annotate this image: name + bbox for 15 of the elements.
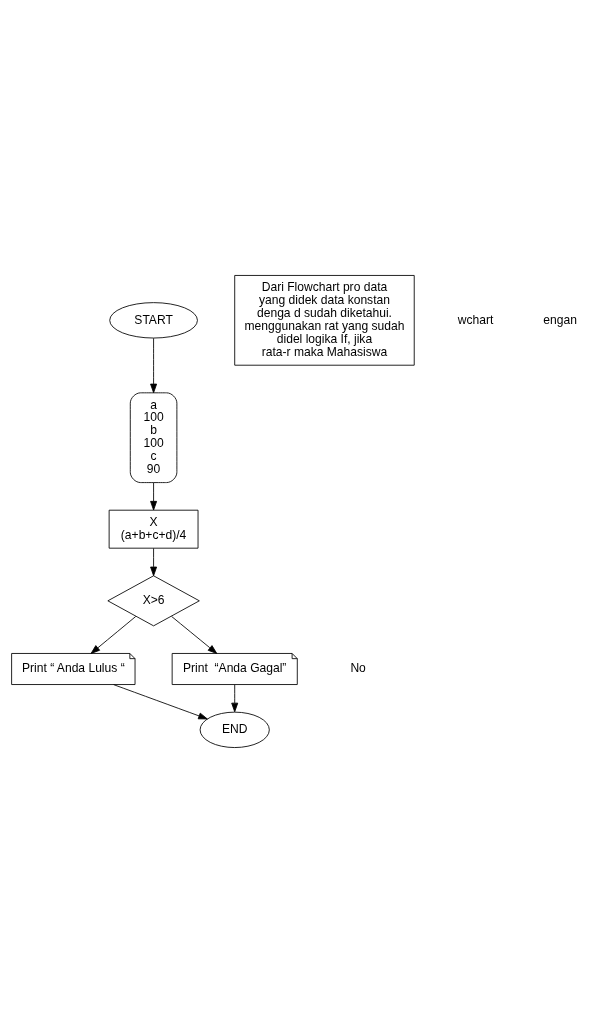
- node-ellipse: START: [109, 301, 198, 338]
- arrow: [150, 547, 158, 576]
- node-box: Dari Flowchart pro data yang didek data konstan denga d sudah diketahui. menggunakan rat yang sudah didel logika If, jika rata-r maka Mahasiswa: [234, 274, 415, 366]
- arrow: [90, 615, 137, 654]
- label: engan: [543, 312, 577, 327]
- node-box: a 100 b 100 c 90: [129, 391, 178, 483]
- label: wchart: [457, 312, 494, 327]
- node-box: X (a+b+c+d)/4: [108, 509, 199, 549]
- arrow: [231, 683, 239, 712]
- arrow: [150, 481, 158, 510]
- arrow: [171, 615, 218, 654]
- arrow: [113, 683, 208, 719]
- node-diamond: X>6: [107, 574, 200, 626]
- arrow: [150, 337, 158, 393]
- label: No: [350, 660, 366, 675]
